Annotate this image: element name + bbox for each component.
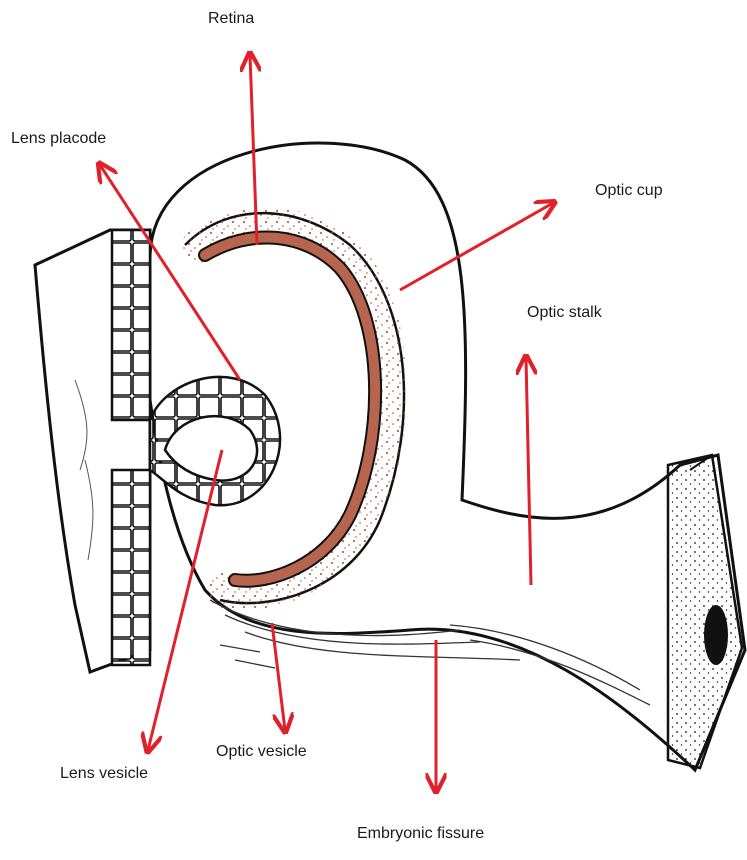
label-optic-stalk: Optic stalk bbox=[527, 305, 602, 321]
label-embryonic-fissure: Embryonic fissure bbox=[357, 826, 484, 842]
label-retina: Retina bbox=[208, 11, 254, 27]
arrow-optic-vesicle bbox=[272, 623, 285, 730]
label-optic-cup: Optic cup bbox=[595, 183, 663, 199]
ectoderm-cells-upper bbox=[112, 230, 150, 420]
optic-stalk-cross-section bbox=[668, 455, 742, 768]
label-lens-placode: Lens placode bbox=[11, 131, 106, 147]
label-lens-vesicle: Lens vesicle bbox=[60, 766, 148, 782]
ectoderm-cells-lower bbox=[112, 470, 150, 665]
label-optic-vesicle: Optic vesicle bbox=[216, 744, 307, 760]
stalk-lumen bbox=[704, 605, 728, 665]
